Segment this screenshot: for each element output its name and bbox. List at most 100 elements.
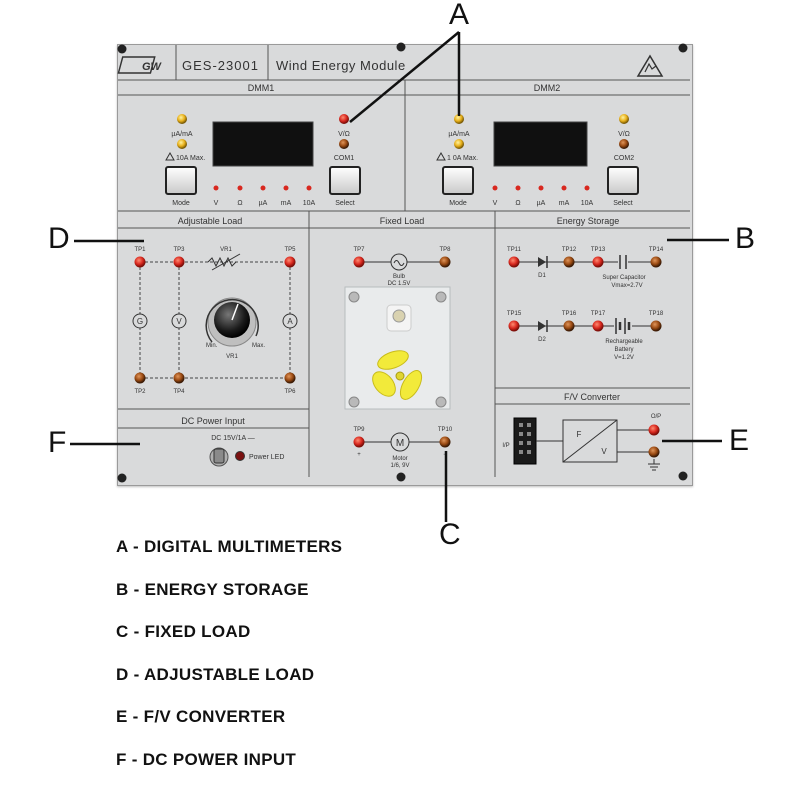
ip-connector[interactable] [513, 417, 537, 465]
svg-text:V/Ω: V/Ω [618, 131, 630, 138]
tp17-jack[interactable] [592, 320, 604, 332]
ammeter-symbol [282, 313, 298, 329]
svg-text:G: G [137, 317, 143, 326]
bulb-globe [392, 309, 406, 323]
svg-text:Min.: Min. [206, 343, 218, 349]
dmm1-v-jack[interactable] [339, 114, 349, 124]
svg-text:V: V [601, 447, 607, 456]
svg-text:GW: GW [142, 61, 163, 73]
power-led [235, 451, 245, 461]
tp12-jack[interactable] [563, 256, 575, 268]
svg-text:Ω: Ω [515, 200, 520, 207]
dmm2-10a-jack[interactable] [454, 139, 464, 149]
svg-text:µA: µA [537, 200, 546, 207]
brand-logo: GW [117, 56, 163, 74]
svg-text:TP11: TP11 [507, 247, 522, 253]
legend-item-c: C - FIXED LOAD [116, 622, 251, 641]
tp4-jack[interactable] [173, 372, 185, 384]
callout-c: C [439, 518, 461, 551]
dmm1-mode-button[interactable] [165, 166, 197, 195]
tp14-jack[interactable] [650, 256, 662, 268]
svg-text:+: + [357, 452, 361, 458]
svg-text:O/P: O/P [651, 414, 661, 420]
svg-text:DC 15V/1A —: DC 15V/1A — [211, 435, 255, 442]
svg-text:TP14: TP14 [649, 247, 664, 253]
ground-jack[interactable] [648, 446, 660, 458]
svg-text:V/Ω: V/Ω [338, 131, 350, 138]
svg-text:TP1: TP1 [134, 247, 146, 253]
tp18-jack[interactable] [650, 320, 662, 332]
svg-text:M: M [396, 438, 404, 449]
op-jack[interactable] [648, 424, 660, 436]
motor-icon [390, 432, 410, 452]
svg-text:10A: 10A [303, 200, 316, 207]
tp3-jack[interactable] [173, 256, 185, 268]
svg-text:V: V [176, 317, 182, 326]
svg-text:TP9: TP9 [353, 427, 365, 433]
energy-storage-section: Energy Storage TP11 TP12 TP13 [507, 216, 664, 361]
energy-storage-title: Energy Storage [557, 216, 620, 226]
svg-text:TP12: TP12 [562, 247, 577, 253]
svg-text:VR1: VR1 [220, 247, 232, 253]
dmm1-10a-jack[interactable] [177, 139, 187, 149]
fv-converter-section: F/V Converter I/P F V O/P [502, 392, 661, 471]
svg-text:D2: D2 [538, 337, 546, 343]
fv-block [562, 419, 618, 463]
svg-text:Select: Select [613, 200, 633, 207]
tp10-jack[interactable] [439, 436, 451, 448]
tp6-jack[interactable] [284, 372, 296, 384]
dmm2-com-jack[interactable] [619, 139, 629, 149]
legend-item-e: E - F/V CONVERTER [116, 707, 286, 726]
callout-lines [70, 31, 729, 522]
svg-text:TP5: TP5 [284, 247, 296, 253]
dmm1-com-jack[interactable] [339, 139, 349, 149]
svg-text:Power LED: Power LED [249, 454, 284, 461]
galvanometer-symbol [132, 313, 148, 329]
dmm1-current-jack[interactable] [177, 114, 187, 124]
tp9-jack[interactable] [353, 436, 365, 448]
ground-icon [648, 459, 660, 471]
dmm2-v-jack[interactable] [619, 114, 629, 124]
tp13-jack[interactable] [592, 256, 604, 268]
svg-text:TP4: TP4 [173, 389, 185, 395]
panel-screws [117, 42, 688, 483]
dmm2-mode-button[interactable] [442, 166, 474, 195]
svg-text:10A Max.: 10A Max. [176, 155, 205, 162]
svg-text:TP7: TP7 [353, 247, 365, 253]
tp1-jack[interactable] [134, 256, 146, 268]
tp11-jack[interactable] [508, 256, 520, 268]
svg-text:COM1: COM1 [334, 155, 354, 162]
dmm2-current-jack[interactable] [454, 114, 464, 124]
tp7-jack[interactable] [353, 256, 365, 268]
tp8-jack[interactable] [439, 256, 451, 268]
tp5-jack[interactable] [284, 256, 296, 268]
svg-text:Rechargeable: Rechargeable [605, 339, 643, 345]
tp15-jack[interactable] [508, 320, 520, 332]
svg-text:10A: 10A [581, 200, 594, 207]
svg-text:TP6: TP6 [284, 389, 296, 395]
module-name: Wind Energy Module [276, 58, 406, 73]
svg-text:COM2: COM2 [614, 155, 634, 162]
svg-text:Select: Select [335, 200, 355, 207]
callout-e: E [729, 424, 750, 457]
dmm1-title: DMM1 [248, 83, 275, 93]
svg-text:V=1.2V: V=1.2V [614, 355, 634, 361]
svg-text:1 0A Max.: 1 0A Max. [447, 155, 478, 162]
svg-text:I/P: I/P [502, 443, 509, 449]
svg-text:TP18: TP18 [649, 311, 664, 317]
dmm2-select-button[interactable] [607, 166, 639, 195]
svg-text:Bulb: Bulb [393, 274, 406, 280]
svg-text:1/6, 9V: 1/6, 9V [390, 463, 409, 469]
svg-text:TP13: TP13 [591, 247, 606, 253]
model-number: GES-23001 [182, 58, 259, 73]
tp16-jack[interactable] [563, 320, 575, 332]
warning-icon [165, 151, 175, 161]
dmm1-select-button[interactable] [329, 166, 361, 195]
dmm1: µA/mA 10A Max. V/Ω COM1 Mode Select V Ω … [165, 114, 361, 207]
dmm1-display [212, 121, 314, 167]
voltmeter-symbol [171, 313, 187, 329]
svg-text:Max.: Max. [252, 343, 265, 349]
fixed-load-section: Fixed Load TP7 TP8 Bulb DC 1.5V [344, 216, 453, 469]
callout-a: A [449, 0, 470, 31]
tp2-jack[interactable] [134, 372, 146, 384]
